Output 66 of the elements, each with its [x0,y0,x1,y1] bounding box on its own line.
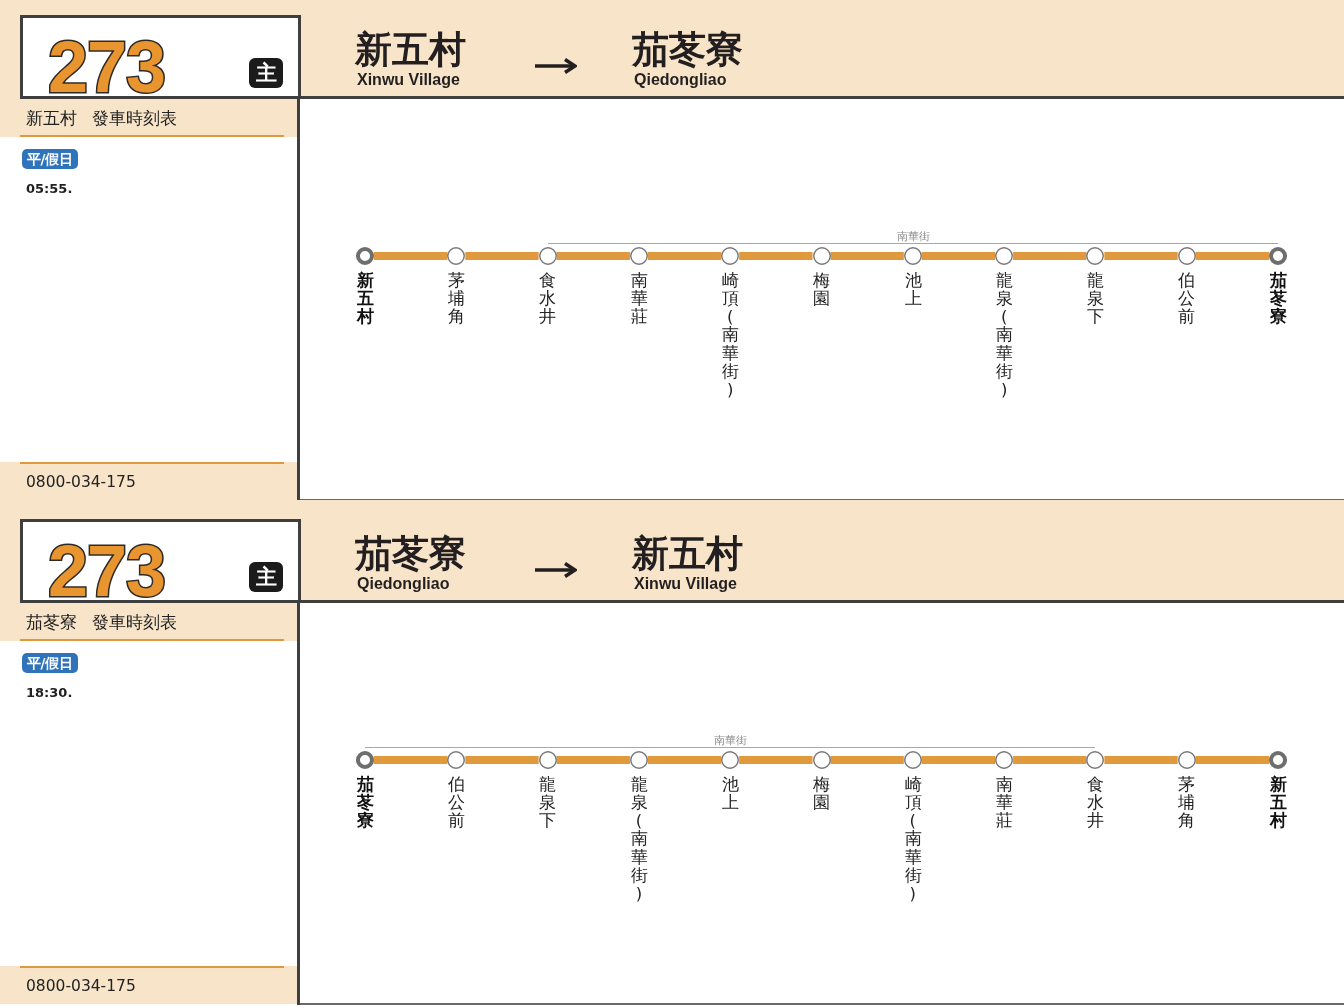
stop-name: 池上 [721,776,739,813]
stop-name: 龍泉下 [1087,272,1104,327]
route-line [739,252,813,260]
terminal-name: 新五村 [632,534,744,575]
day-type-badge: 平/假日 [22,653,78,673]
stop-name: 池上 [904,272,922,309]
stop-name: 梅園 [813,272,830,309]
route-line [374,252,448,260]
route-line [374,756,448,764]
stop-name: 龍泉下 [539,776,556,831]
day-type-badge: 平/假日 [22,149,78,169]
terminal-name: 茄苳寮 [355,534,467,575]
route-type-badge: 主 [249,58,283,88]
phone-number: 0800-034-175 [26,472,136,492]
stop-name: 食水井 [539,272,556,327]
route-line [921,252,996,260]
terminal-name: 新五村 [355,30,467,71]
stop-name: 茅埔角 [1178,776,1195,831]
stop-name: 茄苳寮 [356,776,374,831]
terminal-name-latin: Xinwu Village [356,70,461,89]
route-line [556,756,630,764]
route-line [647,756,722,764]
terminal-name-latin: Xinwu Village [633,574,738,593]
stop-name: 崎頂(南華街) [721,272,739,399]
route-type-badge: 主 [249,562,283,592]
route-line [1104,252,1178,260]
terminal-name-latin: Qiedongliao [356,574,451,593]
stop-name: 梅園 [813,776,830,813]
terminal-name: 茄苳寮 [632,30,744,71]
stop-name: 伯公前 [448,776,465,831]
stop-name: 龍泉(南華街) [995,272,1013,399]
route-number: 273 [48,31,166,103]
route-line [1195,252,1269,260]
terminal-name-latin: Qiedongliao [633,70,728,89]
route-line [1013,756,1087,764]
route-line [1013,252,1087,260]
arrow [535,561,577,579]
arrow [535,57,577,75]
stop-name: 茅埔角 [448,272,465,327]
route-line [1104,756,1178,764]
phone-number: 0800-034-175 [26,976,136,996]
timetable-title: 新五村 發車時刻表 [26,109,178,129]
stop-name: 南華莊 [995,776,1013,831]
timetable-title: 茄苳寮 發車時刻表 [26,613,178,633]
route-number: 273 [48,535,166,607]
departure-time: 05:55. [26,181,73,197]
stop-name: 崎頂(南華街) [904,776,922,903]
stop-name: 龍泉(南華街) [630,776,648,903]
departure-time: 18:30. [26,685,73,701]
route-line [1195,756,1269,764]
stop-name: 食水井 [1087,776,1104,831]
route-line [647,252,722,260]
route-line [830,252,904,260]
route-line [921,756,996,764]
stop-name: 新五村 [356,272,374,327]
route-line [739,756,813,764]
route-line [830,756,904,764]
route-number-panel [20,519,301,603]
stop-name: 南華莊 [630,272,648,327]
route-line [465,756,539,764]
route-line [556,252,630,260]
stop-name: 伯公前 [1178,272,1195,327]
route-number-panel [20,15,301,99]
stop-name: 新五村 [1269,776,1287,831]
route-line [465,252,539,260]
stop-name: 茄苳寮 [1269,272,1287,327]
